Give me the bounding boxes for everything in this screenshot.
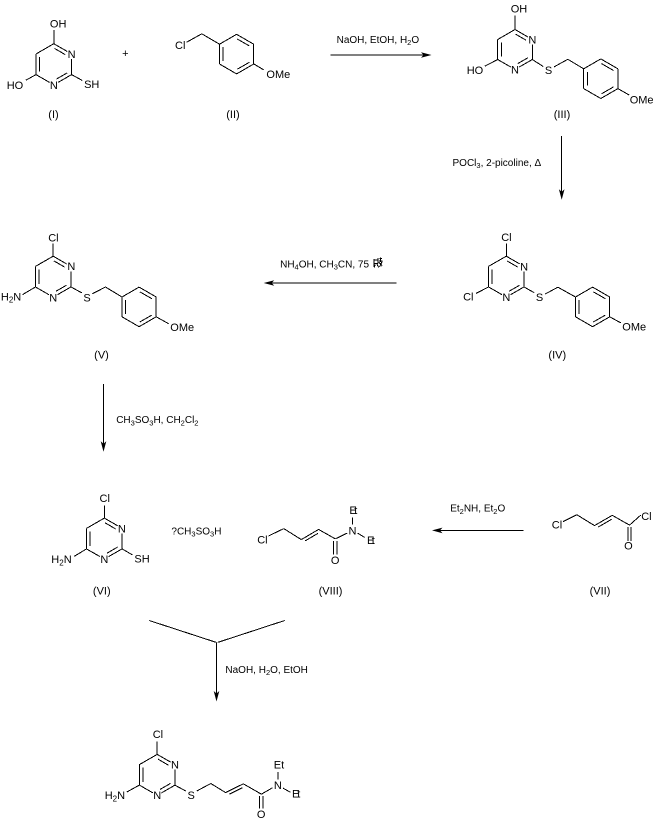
svg-text:CH3SO3H, CH2Cl2: CH3SO3H, CH2Cl2 bbox=[116, 415, 198, 427]
svg-text:+: + bbox=[122, 48, 128, 60]
svg-text:OMe: OMe bbox=[170, 322, 194, 334]
svg-text:Cl: Cl bbox=[100, 493, 110, 505]
svg-text:N: N bbox=[511, 64, 519, 76]
svg-text:POCl3, 2-picoline, Δ: POCl3, 2-picoline, Δ bbox=[453, 158, 542, 170]
svg-text:(VI): (VI) bbox=[93, 586, 111, 598]
svg-text:HO: HO bbox=[467, 65, 484, 77]
svg-text:H2N: H2N bbox=[1, 291, 21, 304]
svg-text:Cl: Cl bbox=[552, 520, 562, 532]
svg-text:(VIII): (VIII) bbox=[319, 586, 343, 598]
svg-text:Et: Et bbox=[274, 759, 284, 771]
svg-text:N: N bbox=[50, 80, 58, 92]
svg-text:(V): (V) bbox=[94, 350, 109, 362]
svg-text:N: N bbox=[528, 34, 536, 46]
svg-text:N: N bbox=[502, 292, 510, 304]
svg-text:S: S bbox=[188, 790, 195, 802]
svg-text:H2N: H2N bbox=[105, 790, 125, 803]
svg-text:O: O bbox=[331, 555, 340, 567]
svg-text:NH4OH, CH3CN, 75: NH4OH, CH3CN, 75 bbox=[280, 259, 369, 271]
svg-text:OH: OH bbox=[511, 3, 528, 15]
svg-text:N: N bbox=[274, 780, 282, 792]
svg-text:S: S bbox=[545, 65, 552, 77]
svg-text:t: t bbox=[372, 535, 375, 547]
svg-text:S: S bbox=[83, 292, 90, 304]
svg-text:Cl: Cl bbox=[175, 40, 185, 52]
svg-text:N: N bbox=[67, 261, 75, 273]
svg-text:OMe: OMe bbox=[266, 69, 290, 81]
svg-text:Cl: Cl bbox=[501, 232, 511, 244]
svg-text:NaOH, H2O, EtOH: NaOH, H2O, EtOH bbox=[225, 665, 308, 677]
svg-text:t: t bbox=[297, 789, 300, 801]
svg-text:OH: OH bbox=[50, 19, 67, 31]
svg-text:E: E bbox=[349, 505, 356, 517]
svg-text:E: E bbox=[367, 535, 374, 547]
svg-text:OMe: OMe bbox=[630, 95, 654, 107]
svg-text:Cl: Cl bbox=[153, 729, 163, 741]
svg-text:HO: HO bbox=[7, 80, 24, 92]
svg-text:N: N bbox=[118, 523, 126, 535]
svg-text:N: N bbox=[520, 262, 528, 274]
svg-text:Et2NH, Et2O: Et2NH, Et2O bbox=[450, 504, 505, 516]
svg-text:?CH3SO3H: ?CH3SO3H bbox=[171, 526, 221, 538]
svg-text:OMe: OMe bbox=[622, 322, 646, 334]
svg-text:E: E bbox=[292, 789, 299, 801]
svg-text:(I): (I) bbox=[48, 109, 58, 121]
svg-text:(II): (II) bbox=[226, 109, 239, 121]
svg-text:SH: SH bbox=[134, 553, 149, 565]
svg-text:(IV): (IV) bbox=[548, 350, 566, 362]
svg-text:H2N: H2N bbox=[51, 554, 71, 567]
svg-text:Cl: Cl bbox=[48, 232, 58, 244]
svg-text:(VII): (VII) bbox=[590, 586, 611, 598]
svg-text:Cl: Cl bbox=[463, 291, 473, 303]
svg-text:N: N bbox=[349, 525, 357, 537]
svg-text:Cl: Cl bbox=[257, 534, 267, 546]
svg-text:(III): (III) bbox=[554, 109, 571, 121]
svg-text:O: O bbox=[624, 541, 633, 553]
svg-text:O: O bbox=[257, 809, 266, 821]
svg-text:N: N bbox=[49, 292, 57, 304]
svg-text:N: N bbox=[68, 49, 76, 61]
svg-text:N: N bbox=[100, 554, 108, 566]
svg-text:t: t bbox=[354, 505, 357, 517]
svg-text:N: N bbox=[171, 760, 179, 772]
svg-text:S: S bbox=[536, 292, 543, 304]
svg-text:Cl: Cl bbox=[641, 511, 651, 523]
svg-text:N: N bbox=[153, 790, 161, 802]
svg-text:NaOH, EtOH, H2O: NaOH, EtOH, H2O bbox=[337, 35, 420, 47]
svg-text:SH: SH bbox=[84, 79, 99, 91]
